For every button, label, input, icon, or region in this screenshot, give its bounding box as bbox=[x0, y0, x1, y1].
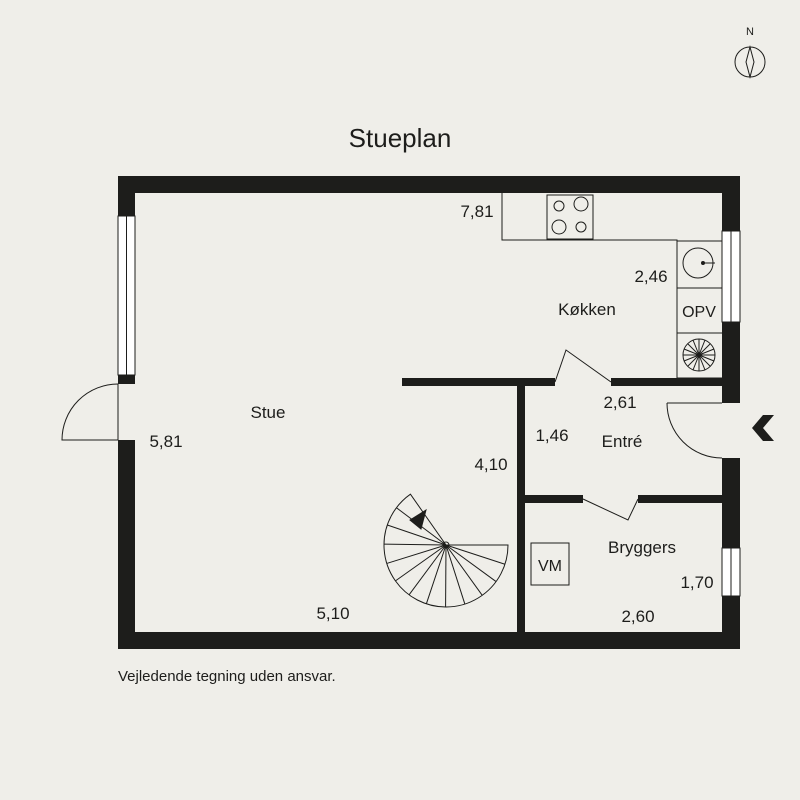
stair-tread bbox=[445, 544, 466, 605]
washing-machine-box bbox=[530, 542, 570, 586]
stair-outline bbox=[383, 493, 509, 608]
stair-tread bbox=[445, 544, 497, 582]
wall-entry-utility-left bbox=[525, 495, 583, 503]
wall-east-entry bbox=[722, 458, 740, 548]
dim-stue-depth-right: 4,10 bbox=[474, 455, 507, 474]
disclaimer-text: Vejledende tegning uden ansvar. bbox=[118, 668, 336, 685]
door-kitchen-entry bbox=[554, 349, 612, 383]
dim-utility-width: 2,60 bbox=[621, 607, 654, 626]
stair-direction-arrow-icon bbox=[409, 508, 427, 530]
compass-icon: N bbox=[734, 26, 766, 79]
exterior-walls bbox=[118, 176, 740, 649]
wall-west-upper bbox=[118, 176, 135, 216]
wall-east-kitchen bbox=[722, 322, 740, 403]
stair-tread bbox=[386, 544, 447, 564]
doors bbox=[61, 349, 723, 521]
door-entry-front bbox=[666, 402, 723, 459]
plan-title: Stueplan bbox=[349, 123, 452, 153]
kitchen-fixtures bbox=[501, 193, 722, 379]
room-label-stue: Stue bbox=[251, 403, 286, 422]
dim-kitchen-depth: 2,46 bbox=[634, 267, 667, 286]
dim-stue-width: 5,10 bbox=[316, 604, 349, 623]
stair-tread bbox=[387, 524, 447, 546]
door-entry-utility bbox=[582, 498, 639, 521]
wall-east-top bbox=[722, 176, 740, 231]
label-vm: VM bbox=[538, 558, 562, 575]
room-label-entre: Entré bbox=[602, 432, 643, 451]
dim-utility-depth: 1,70 bbox=[680, 573, 713, 592]
windows bbox=[117, 215, 741, 597]
label-opv: OPV bbox=[682, 304, 716, 321]
wall-entry-utility-right bbox=[638, 495, 722, 503]
dishwasher-box bbox=[677, 287, 722, 334]
dim-entry-width: 2,61 bbox=[603, 393, 636, 412]
stove-icon bbox=[546, 194, 594, 240]
stair-tread bbox=[425, 544, 447, 604]
stair-tread bbox=[383, 543, 447, 546]
wall-stue-entry bbox=[517, 378, 525, 632]
window-east-kitchen bbox=[721, 230, 741, 323]
stair-newel bbox=[442, 541, 450, 549]
wall-kitchen-entry bbox=[611, 378, 722, 386]
stair-tread bbox=[445, 544, 506, 565]
sink-icon bbox=[677, 240, 722, 279]
room-label-bryggers: Bryggers bbox=[608, 538, 676, 557]
stair-tread bbox=[445, 544, 483, 596]
spiral-staircase bbox=[383, 493, 509, 608]
wall-stue-kitchen bbox=[402, 378, 555, 386]
dim-kitchen-width: 7,81 bbox=[460, 202, 493, 221]
window-west bbox=[117, 215, 136, 376]
kitchen-counter bbox=[501, 193, 722, 379]
door-west bbox=[61, 383, 119, 441]
window-east-utility bbox=[721, 547, 741, 597]
wall-west-lower bbox=[118, 440, 135, 649]
wall-west-mid bbox=[118, 375, 135, 384]
compass-north-label: N bbox=[746, 26, 754, 38]
fan-icon bbox=[682, 338, 716, 372]
wall-south bbox=[118, 632, 740, 649]
entrance-arrow-icon bbox=[752, 415, 774, 441]
dim-entry-depth: 1,46 bbox=[535, 426, 568, 445]
interior-walls bbox=[402, 378, 722, 632]
wall-east-bottom bbox=[722, 596, 740, 649]
stair-tread bbox=[395, 544, 447, 582]
wall-north bbox=[118, 176, 740, 193]
dim-stue-length: 5,81 bbox=[149, 432, 182, 451]
room-label-kokken: Køkken bbox=[558, 300, 616, 319]
stair-tread bbox=[408, 544, 447, 596]
